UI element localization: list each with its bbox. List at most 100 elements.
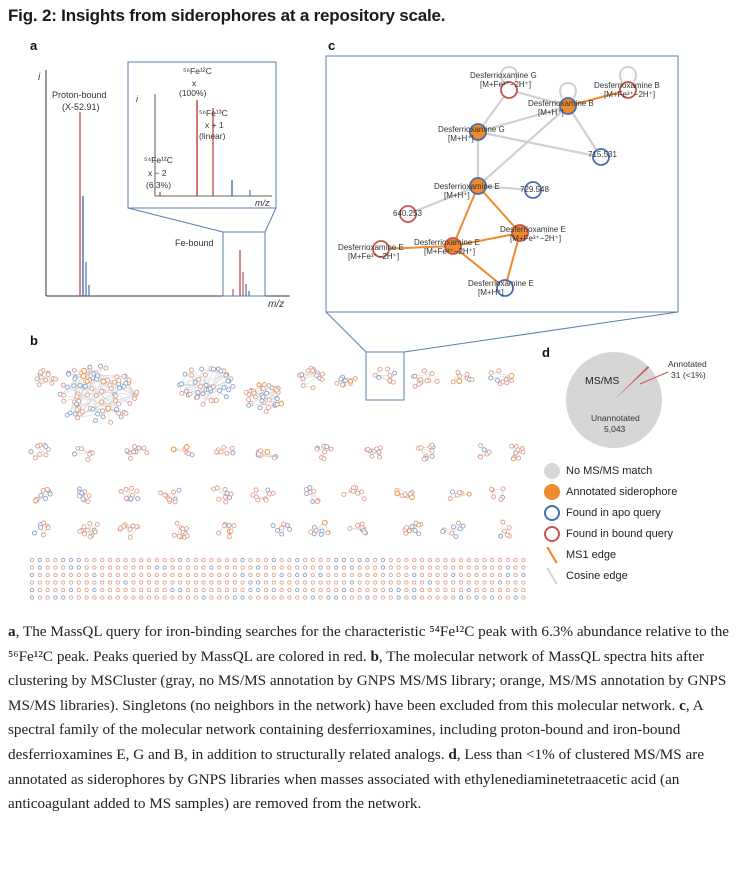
network-node bbox=[357, 572, 362, 578]
node-sublabel: [M+H⁺] bbox=[448, 134, 474, 143]
network-node bbox=[326, 565, 331, 570]
network-node bbox=[521, 587, 526, 593]
network-node bbox=[213, 397, 219, 403]
network-node bbox=[240, 557, 245, 563]
network-node bbox=[513, 580, 518, 585]
network-node bbox=[139, 565, 144, 570]
network-node bbox=[72, 451, 77, 457]
network-node bbox=[511, 224, 529, 242]
network-node bbox=[195, 389, 201, 395]
network-node bbox=[482, 565, 487, 570]
network-node bbox=[179, 381, 185, 387]
network-node bbox=[354, 522, 360, 528]
network-node bbox=[192, 379, 198, 385]
network-node bbox=[240, 565, 245, 570]
network-node bbox=[84, 595, 89, 600]
network-node bbox=[429, 371, 435, 377]
network-node bbox=[98, 363, 103, 369]
network-node bbox=[310, 587, 315, 593]
network-node bbox=[209, 557, 214, 563]
network-node bbox=[412, 580, 417, 585]
network-node bbox=[185, 580, 191, 585]
network-node bbox=[123, 572, 128, 578]
network-node bbox=[232, 580, 237, 585]
network-node bbox=[92, 557, 97, 563]
network-node bbox=[224, 587, 230, 593]
legend-item-apo: Found in apo query bbox=[544, 502, 677, 523]
network-node bbox=[341, 557, 347, 563]
network-node bbox=[318, 572, 323, 578]
network-node bbox=[100, 565, 105, 570]
network-node bbox=[310, 499, 316, 504]
network-node bbox=[115, 580, 120, 585]
network-node bbox=[61, 565, 66, 570]
network-node bbox=[214, 449, 220, 455]
network-node bbox=[84, 565, 89, 570]
network-node bbox=[193, 572, 198, 578]
network-node bbox=[496, 368, 502, 374]
network-node bbox=[270, 490, 276, 496]
network-node bbox=[334, 565, 339, 570]
network-node bbox=[209, 595, 214, 600]
network-node bbox=[307, 485, 313, 491]
network-node bbox=[295, 595, 300, 600]
network-node bbox=[261, 386, 266, 392]
network-node bbox=[418, 445, 424, 451]
network-node bbox=[240, 572, 245, 578]
network-node bbox=[37, 557, 42, 563]
network-node bbox=[92, 587, 97, 593]
network-node bbox=[357, 557, 362, 563]
network-node bbox=[224, 572, 230, 578]
network-node bbox=[32, 530, 37, 536]
network-node bbox=[131, 572, 136, 578]
network-node bbox=[37, 451, 43, 457]
network-node bbox=[513, 587, 518, 593]
network-node bbox=[189, 367, 194, 373]
network-node bbox=[29, 580, 35, 585]
cosine-edge bbox=[123, 376, 136, 396]
network-node bbox=[259, 398, 265, 404]
network-node bbox=[146, 565, 152, 570]
network-node bbox=[326, 557, 331, 563]
network-node bbox=[29, 557, 35, 563]
node-label: Desferrioxamine G bbox=[438, 125, 505, 134]
ms1-edge bbox=[452, 245, 506, 289]
legend-label: Found in bound query bbox=[566, 527, 674, 540]
network-node bbox=[334, 380, 340, 386]
network-node bbox=[92, 580, 97, 585]
network-node bbox=[209, 572, 214, 578]
network-node bbox=[100, 572, 105, 578]
network-node bbox=[434, 378, 440, 384]
network-node bbox=[248, 565, 253, 570]
network-node bbox=[178, 595, 183, 600]
network-node bbox=[419, 580, 425, 585]
network-node bbox=[349, 587, 354, 593]
network-node bbox=[513, 572, 518, 578]
network-node bbox=[451, 572, 456, 578]
network-node bbox=[127, 534, 133, 540]
network-node bbox=[263, 557, 269, 563]
network-node bbox=[92, 595, 97, 600]
network-node bbox=[318, 531, 324, 537]
network-node bbox=[559, 97, 577, 115]
network-node bbox=[444, 237, 462, 255]
pie-msms-label: MS/MS bbox=[585, 375, 619, 387]
network-node bbox=[491, 494, 496, 500]
network-node bbox=[61, 587, 66, 593]
network-node bbox=[424, 378, 430, 384]
pie-annotated-value: 31 (<1%) bbox=[671, 370, 706, 380]
network-node bbox=[176, 487, 182, 493]
network-node bbox=[456, 520, 461, 526]
network-node bbox=[98, 388, 104, 394]
network-node bbox=[107, 595, 113, 600]
network-node bbox=[396, 565, 401, 570]
network-node bbox=[396, 572, 401, 578]
network-node bbox=[223, 394, 229, 400]
blue-ring-icon bbox=[544, 504, 560, 521]
network-node bbox=[427, 572, 432, 578]
network-node bbox=[474, 572, 479, 578]
network-node bbox=[457, 526, 463, 532]
network-node bbox=[105, 405, 112, 412]
node-label: Desferrioxamine G bbox=[470, 71, 537, 80]
network-node bbox=[178, 565, 183, 570]
